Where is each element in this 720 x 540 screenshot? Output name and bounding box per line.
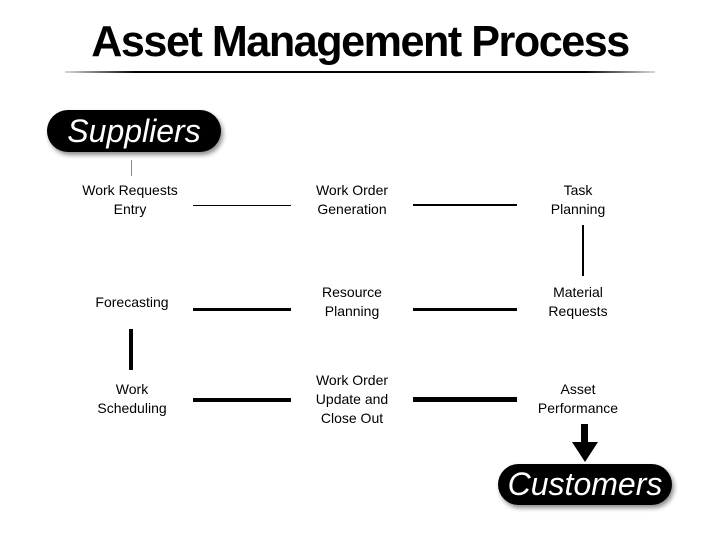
step-forecasting: Forecasting (95, 294, 169, 310)
connector-suppliers-to-work-requests (131, 160, 132, 176)
step-work-scheduling: Work Scheduling (97, 381, 167, 416)
step-material-requests: Material Requests (548, 284, 608, 319)
arrow-head (572, 442, 598, 462)
step-asset-performance: Asset Performance (537, 381, 619, 416)
connector-forecasting-to-work-scheduling (129, 329, 133, 370)
connector-task-planning-to-material-requests (582, 225, 584, 276)
title-divider (65, 71, 655, 73)
arrow-shaft (581, 424, 588, 446)
connector-work-order-generation-to-task-planning (413, 204, 517, 206)
connector-work-order-update-to-asset-performance (413, 397, 517, 402)
connector-resource-planning-to-forecasting (193, 308, 291, 311)
customers-label: Customers (507, 466, 663, 502)
customers-badge: Customers (498, 464, 672, 505)
suppliers-label: Suppliers (67, 112, 201, 149)
connector-work-scheduling-to-work-order-update (193, 398, 291, 402)
step-task-planning: Task Planning (550, 182, 606, 217)
connector-work-requests-to-work-order-generation (193, 205, 291, 206)
step-work-order-generation: Work Order Generation (315, 182, 389, 217)
suppliers-badge: Suppliers (47, 110, 221, 152)
page-title: Asset Management Process (91, 17, 630, 66)
step-resource-planning: Resource Planning (322, 284, 382, 319)
step-work-order-update: Work Order Update and Close Out (315, 372, 389, 426)
step-work-requests-entry: Work Requests Entry (82, 182, 178, 217)
connector-material-requests-to-resource-planning (413, 308, 517, 311)
